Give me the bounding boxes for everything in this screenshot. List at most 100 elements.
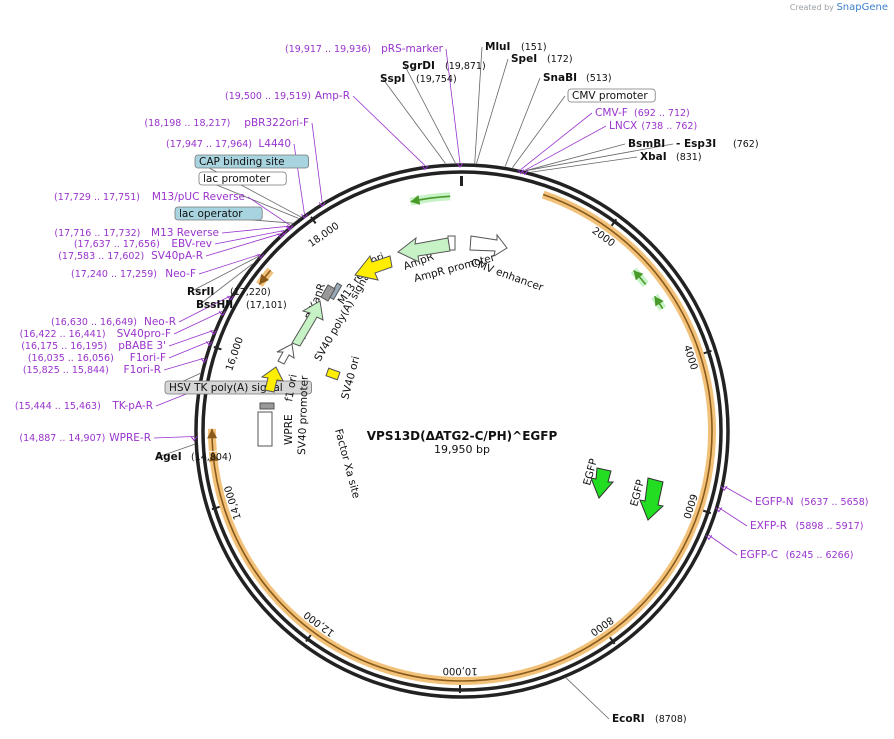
f1ori-arrow: [260, 366, 284, 393]
feature-label: HSV TK poly(A) signal: [169, 382, 283, 394]
leader-line: [197, 161, 301, 218]
feature-label-box: [198, 171, 287, 186]
primer-label: EXFP-R: [750, 520, 787, 532]
enzyme-coords: (172): [547, 54, 573, 65]
leader-line: [178, 295, 231, 323]
enzyme-label: SpeI: [511, 53, 537, 65]
leader-line: [718, 507, 748, 527]
feature-arrowhead: [208, 451, 219, 462]
primer-mark: [190, 436, 198, 442]
leader-line: [173, 310, 223, 335]
feature-label: lac promoter: [203, 173, 271, 185]
leader-line: [708, 534, 738, 556]
primer-mark: [280, 230, 288, 236]
primer-mark: [720, 486, 728, 492]
primer-coords: (14,887 .. 14,907): [19, 433, 105, 444]
primer-coords: (19,500 .. 19,519): [225, 91, 311, 102]
leader-line: [352, 95, 426, 166]
leader-line: [189, 255, 260, 293]
leader-line: [214, 230, 285, 245]
feature-label-box: [567, 88, 656, 103]
leader-line: [163, 357, 205, 371]
feature-label: CAP binding site: [199, 156, 285, 168]
feature-label-box: [174, 206, 263, 221]
enzyme-label: XbaI: [640, 151, 667, 163]
primer-label: pRS-marker: [381, 43, 444, 55]
enzyme-label: SnaBI: [543, 72, 577, 84]
primer-coords: (692 .. 712): [634, 108, 690, 119]
inner-features: [257, 233, 665, 521]
primer-coords: (17,729 .. 17,751): [54, 192, 140, 203]
tick-mark: [213, 345, 222, 351]
primer-label: TK-pA-R: [111, 400, 153, 412]
primer-label: SV40pro-F: [117, 328, 171, 340]
leader-line: [474, 46, 483, 164]
enzyme-coords: (19,871): [445, 61, 486, 72]
plasmid-length: 19,950 bp: [434, 443, 490, 456]
leader-line: [168, 341, 210, 359]
primer-mark: [705, 534, 713, 541]
primer-coords: (17,637 .. 17,656): [74, 239, 160, 250]
tick-label: 16,000: [224, 336, 246, 373]
sv40promoter-arrow: [276, 343, 295, 365]
inner-feature-label: WPRE: [283, 414, 295, 445]
enzyme-coords: (19,754): [416, 74, 457, 85]
primer-label: LNCX: [609, 120, 637, 132]
tick-mark: [703, 349, 712, 355]
primer-label: Neo-R: [144, 316, 176, 328]
leader-line: [247, 196, 291, 226]
leader-line: [724, 486, 753, 503]
wpre-box: [257, 411, 273, 447]
enzyme-coords: (151): [521, 42, 547, 53]
label-layer: pRS-marker(19,917 .. 19,936)MluI(151)Sgr…: [15, 41, 869, 725]
leader-line: [168, 329, 214, 347]
primer-mark: [277, 233, 285, 239]
primer-coords: (738 .. 762): [641, 121, 697, 132]
primer-label: Neo-F: [165, 268, 196, 280]
leader-line: [198, 253, 261, 275]
enzyme-label: - Esp3I: [676, 138, 716, 150]
leader-line: [205, 233, 281, 257]
credit-brand: SnapGene: [836, 2, 888, 13]
tick-mark: [305, 634, 312, 643]
feature-label-box: [194, 154, 309, 169]
primer-coords: (17,716 .. 17,732): [54, 228, 140, 239]
enzyme-coords: (513): [586, 73, 612, 84]
ampr-arrow: [397, 236, 451, 263]
primer-label: M13 Reverse: [151, 227, 219, 239]
origin-marker: [460, 176, 463, 186]
primer-label: F1ori-F: [130, 352, 166, 364]
primer-coords: (5898 .. 5917): [796, 521, 864, 532]
feature-arrowhead: [654, 296, 664, 307]
enzyme-label: MluI: [485, 41, 510, 53]
leader-line: [525, 143, 626, 172]
primer-label: M13/pUC Reverse: [152, 191, 245, 203]
primer-mark: [521, 170, 529, 176]
primer-mark: [200, 357, 208, 364]
primer-mark: [257, 253, 264, 260]
enzyme-coords: (762): [733, 139, 759, 150]
primer-mark: [517, 169, 525, 175]
feature-layer: [207, 190, 716, 685]
primer-coords: (16,422 .. 16,441): [20, 329, 106, 340]
tick-label: 18,000: [307, 221, 342, 250]
neor-arrow: [291, 300, 324, 347]
cmv-enhancer-arrow: [469, 233, 508, 258]
primer-label: EGFP-C: [740, 549, 778, 561]
leader-line: [153, 436, 195, 439]
primer-coords: (17,947 .. 17,964): [166, 139, 252, 150]
primer-coords: (15,825 .. 15,844): [23, 365, 109, 376]
inner-feature-label: f1 ori: [283, 373, 300, 402]
enzyme-label: AgeI: [155, 451, 182, 463]
credit-prefix: Created by: [789, 3, 834, 12]
leader-line: [524, 125, 607, 171]
primer-coords: (16,630 .. 16,649): [51, 317, 137, 328]
primer-label: WPRE-R: [109, 432, 151, 444]
leader-line: [311, 122, 323, 203]
primer-mark: [456, 162, 464, 168]
primer-mark: [206, 341, 213, 347]
primer-coords: (5637 .. 5658): [801, 497, 869, 508]
inner-feature-label: Factor Xa site: [332, 428, 362, 500]
egfp-arrow-1: [590, 467, 615, 499]
